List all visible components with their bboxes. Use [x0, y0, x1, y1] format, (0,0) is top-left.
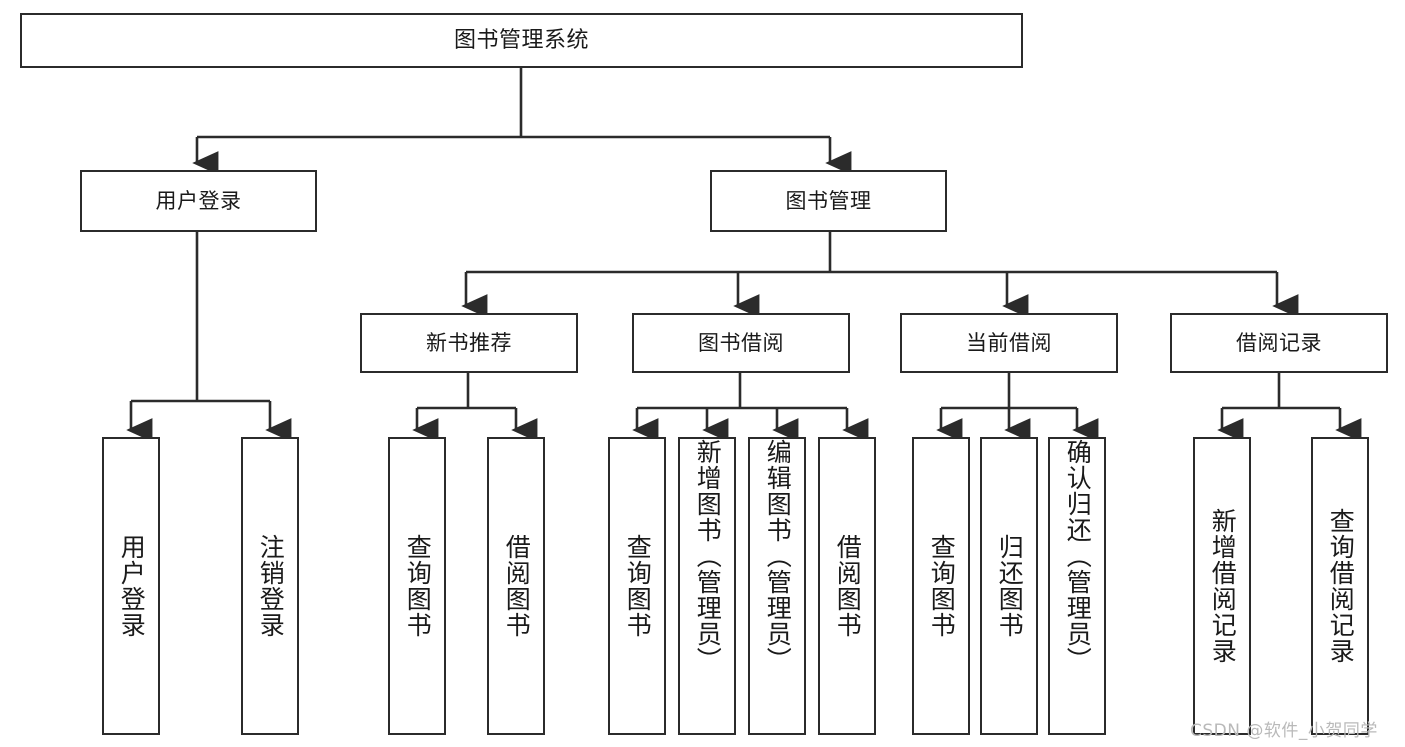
node-label: 用户登录 [117, 534, 147, 638]
node-book-management[interactable]: 图书管理 [710, 170, 947, 232]
node-label: 借阅图书 [502, 534, 532, 638]
node-leaf-return-book[interactable]: 归还图书 [980, 437, 1038, 735]
node-label: 用户登录 [155, 188, 242, 213]
node-borrow-record[interactable]: 借阅记录 [1170, 313, 1388, 373]
node-label: 查询借阅记录 [1326, 508, 1356, 664]
node-label: 图书管理系统 [453, 27, 589, 53]
node-label: 当前借阅 [966, 330, 1052, 355]
node-leaf-confirm-return[interactable]: 确认归还（管理员） [1048, 437, 1106, 735]
node-root-book-management-system[interactable]: 图书管理系统 [20, 13, 1023, 68]
node-leaf-query-book-3[interactable]: 查询图书 [912, 437, 970, 735]
node-label: 借阅图书 [833, 534, 863, 638]
node-leaf-query-book-2[interactable]: 查询图书 [608, 437, 666, 735]
node-label: 编辑图书（管理员） [763, 439, 793, 673]
node-label: 图书借阅 [698, 330, 784, 355]
node-label: 新书推荐 [426, 330, 512, 355]
node-leaf-borrow-book-1[interactable]: 借阅图书 [487, 437, 545, 735]
node-leaf-query-record[interactable]: 查询借阅记录 [1311, 437, 1369, 735]
csdn-watermark: CSDN @软件_小贺同学 [1190, 721, 1378, 741]
node-new-book-recommend[interactable]: 新书推荐 [360, 313, 578, 373]
node-leaf-add-record[interactable]: 新增借阅记录 [1193, 437, 1251, 735]
node-leaf-borrow-book-2[interactable]: 借阅图书 [818, 437, 876, 735]
node-label: 新增图书（管理员） [693, 439, 723, 673]
node-label: 图书管理 [785, 188, 872, 213]
node-label: 借阅记录 [1236, 330, 1322, 355]
node-label: 新增借阅记录 [1208, 508, 1238, 664]
node-leaf-query-book-1[interactable]: 查询图书 [388, 437, 446, 735]
node-leaf-user-login[interactable]: 用户登录 [102, 437, 160, 735]
node-label: 确认归还（管理员） [1063, 439, 1093, 673]
node-book-borrow[interactable]: 图书借阅 [632, 313, 850, 373]
node-label: 注销登录 [256, 534, 286, 638]
node-label: 归还图书 [995, 534, 1025, 638]
node-label: 查询图书 [623, 534, 653, 638]
node-leaf-edit-book[interactable]: 编辑图书（管理员） [748, 437, 806, 735]
node-label: 查询图书 [403, 534, 433, 638]
node-leaf-add-book[interactable]: 新增图书（管理员） [678, 437, 736, 735]
node-leaf-logout[interactable]: 注销登录 [241, 437, 299, 735]
node-current-borrow[interactable]: 当前借阅 [900, 313, 1118, 373]
node-user-login[interactable]: 用户登录 [80, 170, 317, 232]
node-label: 查询图书 [927, 534, 957, 638]
